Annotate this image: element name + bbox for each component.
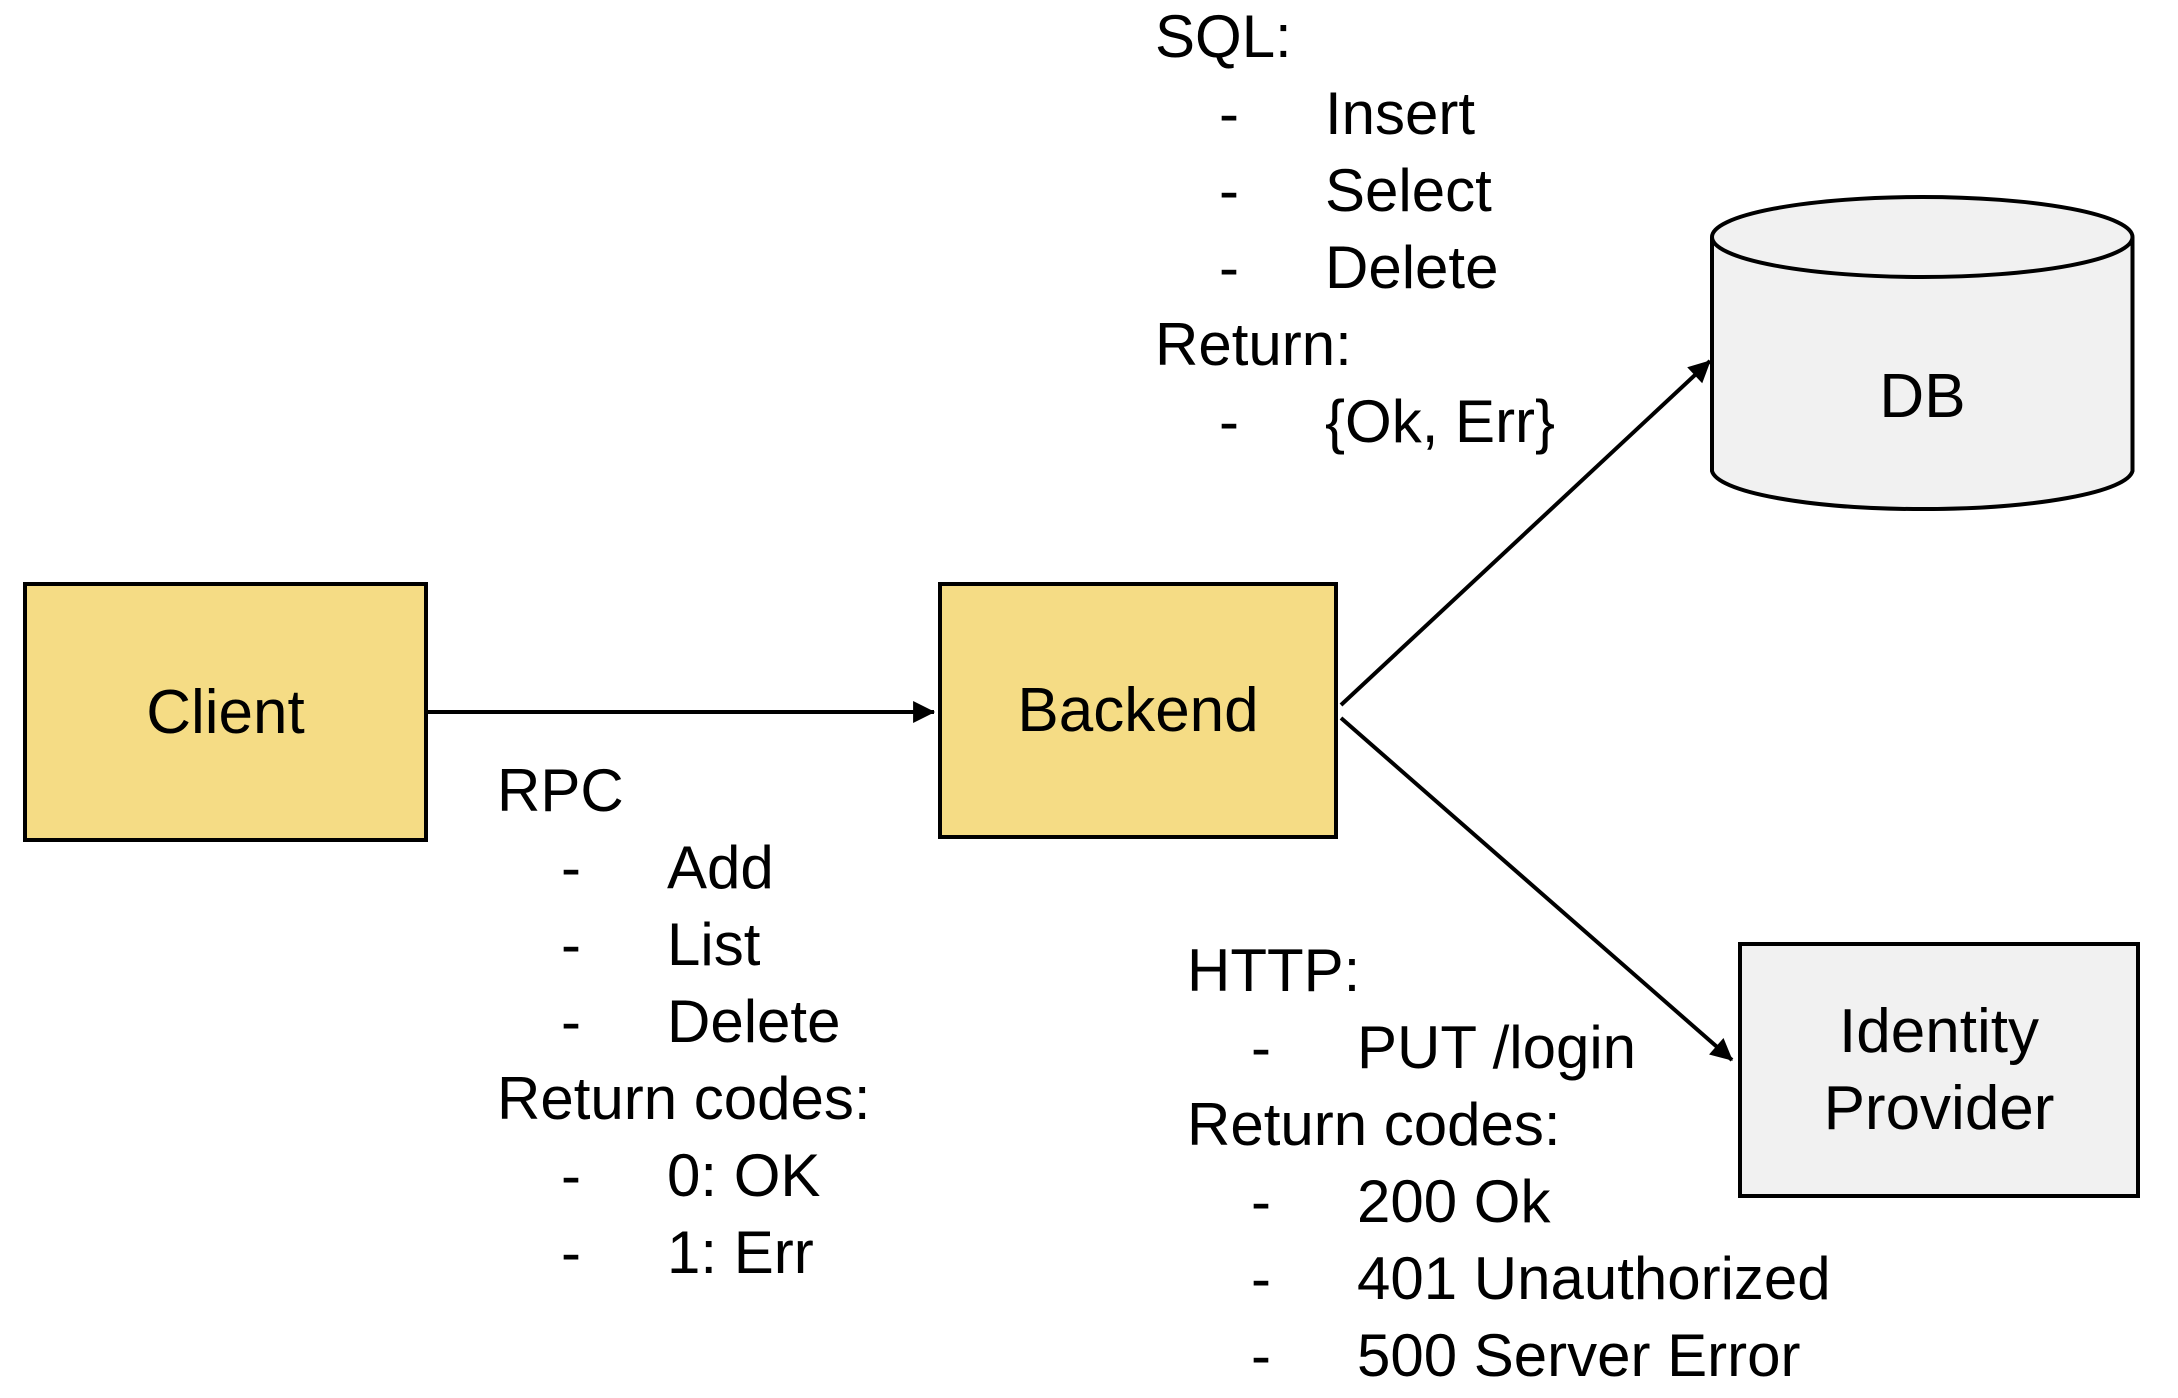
bullet-dash: - [1219,80,1239,147]
sql-subtitle: Return: [1155,311,1352,378]
bullet-dash: - [1219,388,1239,455]
http-return-item: -200 Ok [1187,1163,1831,1240]
db-node: DB [1710,193,2135,515]
rpc-item: -Add [497,829,871,906]
rpc-annotation: RPC -Add -List -Delete Return codes: -0:… [497,752,871,1291]
bullet-dash: - [561,911,581,978]
http-annotation: HTTP: -PUT /login Return codes: -200 Ok … [1187,932,1831,1394]
identity-provider-node: Identity Provider [1738,942,2140,1198]
rpc-return-item: -1: Err [497,1214,871,1291]
backend-node: Backend [938,582,1338,839]
bullet-dash: - [1251,1168,1271,1235]
identity-provider-label: Identity Provider [1823,997,2055,1143]
http-subtitle: Return codes: [1187,1091,1561,1158]
bullet-dash: - [1251,1322,1271,1389]
bullet-dash: - [561,1219,581,1286]
rpc-item: -Delete [497,983,871,1060]
rpc-return-item: -0: OK [497,1137,871,1214]
client-label: Client [146,677,305,747]
http-item: -PUT /login [1187,1009,1831,1086]
bullet-dash: - [561,834,581,901]
backend-label: Backend [1017,676,1259,745]
http-return-item: -500 Server Error [1187,1317,1831,1394]
bullet-dash: - [1251,1245,1271,1312]
client-node: Client [23,582,428,842]
sql-annotation: SQL: -Insert -Select -Delete Return: -{O… [1155,0,1555,460]
bullet-dash: - [1251,1014,1271,1081]
http-title: HTTP: [1187,937,1361,1004]
bullet-dash: - [1219,157,1239,224]
rpc-title: RPC [497,757,624,824]
http-return-item: -401 Unauthorized [1187,1240,1831,1317]
bullet-dash: - [1219,234,1239,301]
sql-item: -Delete [1155,229,1555,306]
db-cylinder-shape [1710,195,2135,512]
sql-item: -Select [1155,152,1555,229]
sql-item: -Insert [1155,75,1555,152]
rpc-item: -List [497,906,871,983]
db-label: DB [1879,361,1966,431]
bullet-dash: - [561,1142,581,1209]
bullet-dash: - [561,988,581,1055]
sql-return-item: -{Ok, Err} [1155,383,1555,460]
sql-title: SQL: [1155,3,1292,70]
rpc-subtitle: Return codes: [497,1065,871,1132]
